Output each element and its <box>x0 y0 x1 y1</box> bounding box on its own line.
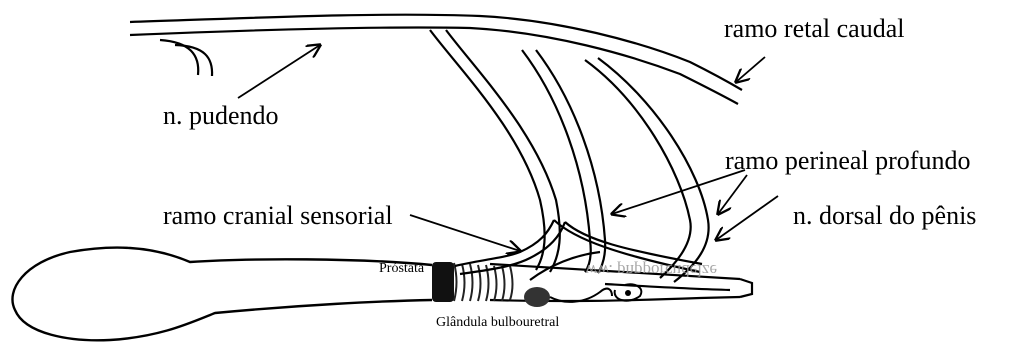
label-n-dorsal-do-penis: n. dorsal do pênis <box>793 203 976 229</box>
label-ramo-retal-caudal: ramo retal caudal <box>724 16 904 42</box>
arrow-ramo-perineal-2 <box>718 175 747 214</box>
pudendal-nerve <box>130 15 742 104</box>
label-prostata: Próstata <box>379 262 424 276</box>
label-ramo-perineal-profundo: ramo perineal profundo <box>725 148 970 174</box>
bladder-outline <box>12 248 432 341</box>
arrow-n-dorsal-do-penis <box>716 196 778 240</box>
watermark-text: ww. pnpporcudelze <box>585 262 717 279</box>
arrow-ramo-retal-caudal <box>736 57 765 82</box>
bulbourethral-gland <box>524 284 641 307</box>
arrow-ramo-cranial-sensorial <box>410 215 520 251</box>
label-ramo-cranial-sensorial: ramo cranial sensorial <box>163 203 393 229</box>
nerve-branches <box>430 30 709 282</box>
label-glandula-bulbouretral: Glândula bulbouretral <box>436 316 559 330</box>
label-n-pudendo: n. pudendo <box>163 103 279 129</box>
arrow-n-pudendo <box>238 45 320 98</box>
arrow-ramo-perineal-1 <box>612 170 745 214</box>
